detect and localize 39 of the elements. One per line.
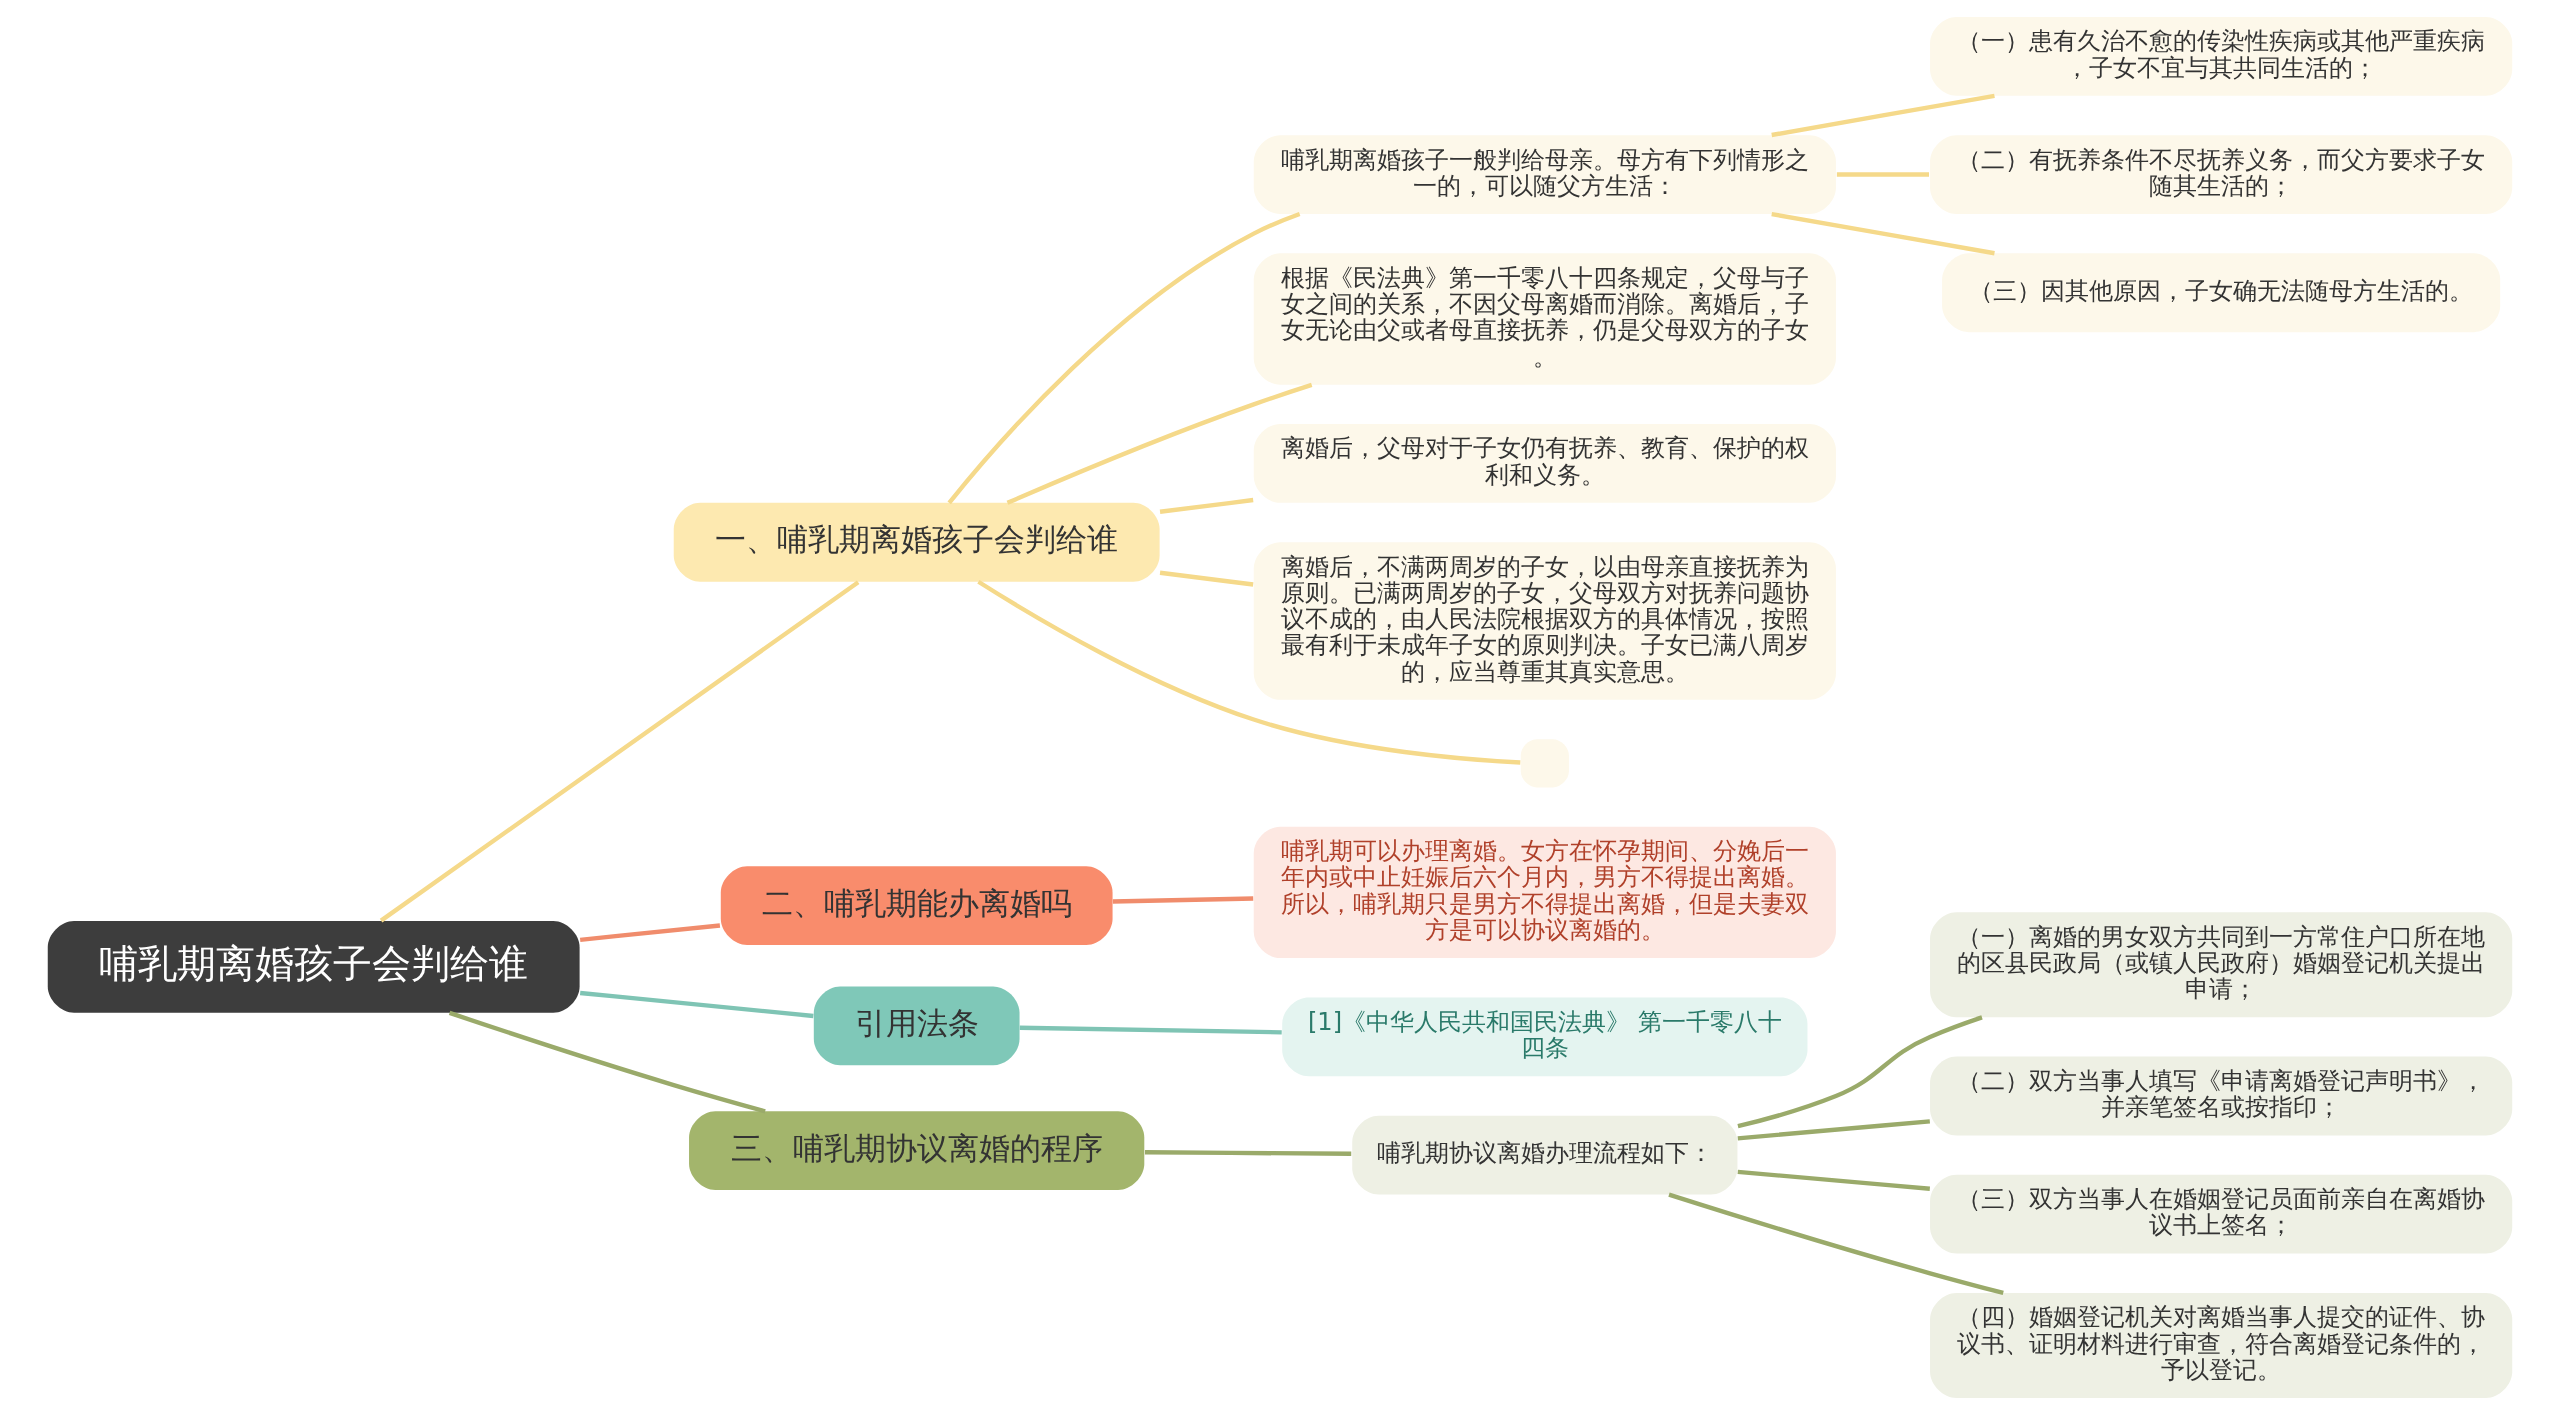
connector <box>1668 1192 2004 1296</box>
connector <box>1019 1025 1282 1035</box>
node-box: 引用法条 <box>813 986 1020 1066</box>
node-box: 离婚后，不满两周岁的子女，以由母亲直接抚养为原则。已满两周岁的子女，父母双方对抚养问题协议不成的，由人民法院根据双方的具体情况，按照最有利于未成年子女的原则判决。子女已满八周岁的，应当尊重其真实意思。 <box>1253 542 1836 700</box>
connector <box>977 579 1521 765</box>
node-box: （三）因其他原因，子女确无法随母方生活的。 <box>1942 253 2501 333</box>
node-box <box>1520 739 1569 788</box>
node-box: （二）有抚养条件不尽抚养义务，而父方要求子女随其生活的； <box>1930 135 2513 214</box>
node-box: 三、哺乳期协议离婚的程序 <box>689 1111 1145 1191</box>
connector <box>1737 1169 1931 1191</box>
node-box: 哺乳期协议离婚办理流程如下： <box>1352 1115 1738 1195</box>
node-box: 哺乳期可以办理离婚。女方在怀孕期间、分娩后一年内或中止妊娠后六个月内，男方不得提出离婚。所以，哺乳期只是男方不得提出离婚，但是夫妻双方是可以协议离婚的。 <box>1253 826 1836 959</box>
node-box: （一）离婚的男女双方共同到一方常住户口所在地的区县民政局（或镇人民政府）婚姻登记机关提出申请； <box>1930 912 2513 1018</box>
connector <box>1836 172 1929 177</box>
connector <box>947 211 1301 505</box>
connector <box>379 580 860 923</box>
connector <box>1006 382 1313 505</box>
connector <box>1771 211 1995 256</box>
node-box: 二、哺乳期能办离婚吗 <box>720 866 1113 945</box>
node-box: 哺乳期离婚孩子一般判给母亲。母方有下列情形之一的，可以随父方生活： <box>1253 135 1836 214</box>
connector <box>1112 896 1254 904</box>
node-box: （一）患有久治不愈的传染性疾病或其他严重疾病，子女不宜与其共同生活的； <box>1930 16 2513 96</box>
node-box: （四）婚姻登记机关对离婚当事人提交的证件、协议书、证明材料进行审查，符合离婚登记条件的，予以登记。 <box>1930 1293 2513 1399</box>
node-box: （二）双方当事人填写《申请离婚登记声明书》，并亲笔签名或按指印； <box>1930 1056 2513 1136</box>
connector <box>1144 1150 1352 1156</box>
node-box: 根据《民法典》第一千零八十四条规定，父母与子女之间的关系，不因父母离婚而消除。离婚后，子女无论由父或者母直接抚养，仍是父母双方的子女。 <box>1253 253 1836 385</box>
node-box: 离婚后，父母对于子女仍有抚养、教育、保护的权利和义务。 <box>1253 424 1836 503</box>
node-box: [1]《中华人民共和国民法典》 第一千零八十四条 <box>1282 997 1808 1077</box>
connector <box>448 1010 766 1114</box>
connector <box>1737 1119 1931 1141</box>
node-box: 一、哺乳期离婚孩子会判给谁 <box>673 502 1160 582</box>
connector <box>1159 570 1254 587</box>
connector <box>579 923 721 942</box>
connector <box>1771 93 1995 138</box>
node-box: （三）双方当事人在婚姻登记员面前亲自在离婚协议书上签名； <box>1930 1174 2513 1254</box>
connector <box>579 990 814 1019</box>
node-box: 哺乳期离婚孩子会判给谁 <box>47 920 580 1013</box>
connector <box>1159 497 1254 514</box>
connector <box>1737 1015 1983 1129</box>
